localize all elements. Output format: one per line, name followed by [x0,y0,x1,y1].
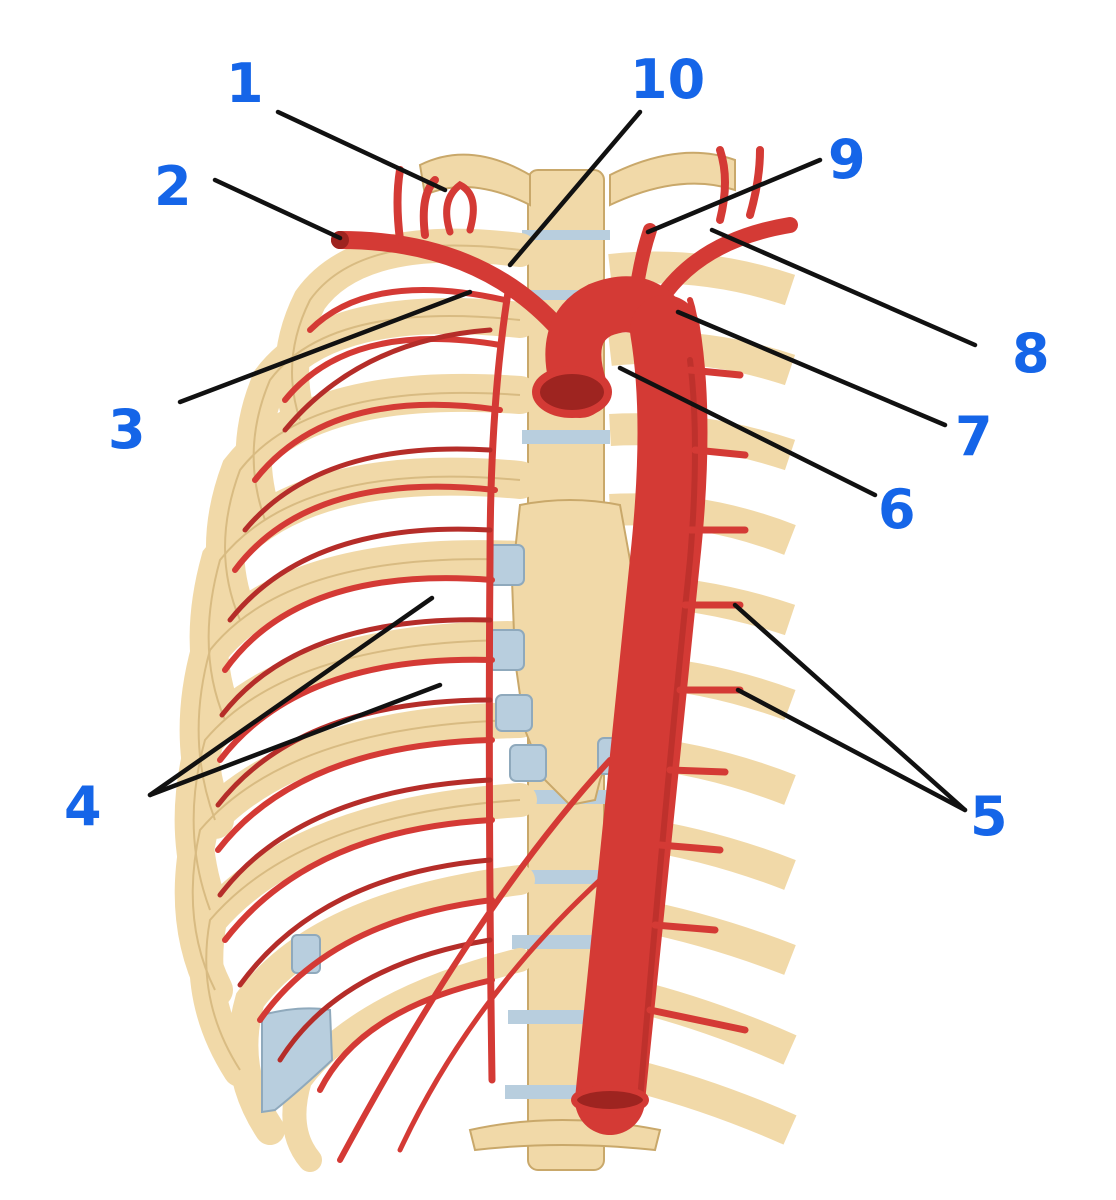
leader-line-8 [709,227,978,348]
sternum [510,499,642,807]
label-5: 5 [970,785,1008,848]
label-6: 6 [878,478,916,541]
label-3: 3 [108,398,146,461]
leader-line-1 [275,109,448,193]
label-7: 7 [955,405,993,468]
rib-cage [174,151,797,1172]
leader-line-4a [147,595,435,798]
label-10: 10 [630,48,705,111]
label-4: 4 [64,775,102,838]
labels: 1 2 3 4 5 6 7 8 9 10 [64,48,1050,848]
arteries [215,146,798,1163]
leader-line-7 [675,309,948,428]
label-8: 8 [1012,322,1050,385]
label-2: 2 [154,155,192,218]
leader-line-9 [645,157,823,235]
leader-line-5a [732,602,968,813]
leader-line-4b [147,682,443,798]
leader-line-2 [212,177,343,241]
leader-lines [147,109,978,813]
label-1: 1 [226,52,264,115]
leader-line-3 [177,289,473,405]
leader-line-6 [617,365,878,498]
leader-line-10 [507,109,643,268]
label-9: 9 [828,128,866,191]
leader-line-5b [735,687,968,813]
